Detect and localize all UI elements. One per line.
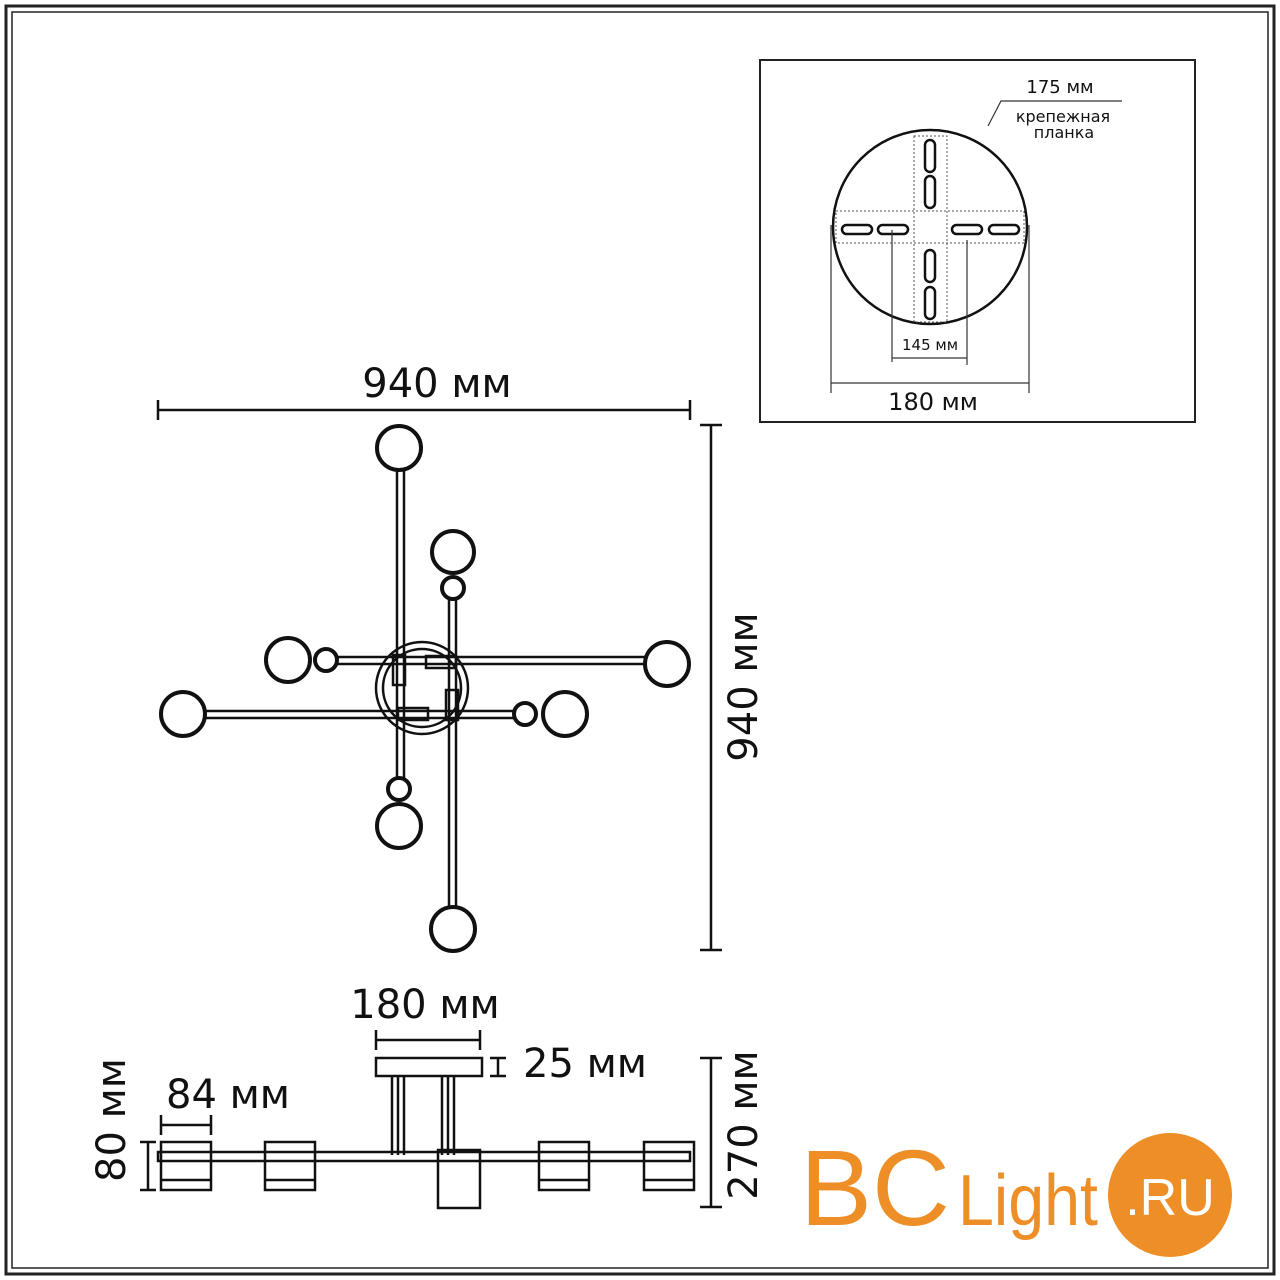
small-globe bbox=[440, 575, 466, 601]
side-view-lamp bbox=[156, 1056, 696, 1210]
canopy-diameter-label: 180 мм bbox=[888, 388, 978, 416]
globe-shade bbox=[264, 636, 312, 684]
plate-size-label: 175 мм bbox=[1026, 77, 1093, 98]
logo-circle bbox=[1108, 1133, 1232, 1257]
logo-light: Light bbox=[958, 1161, 1098, 1241]
globe-shade bbox=[429, 905, 477, 953]
globe-shade bbox=[375, 424, 423, 472]
plate-caption-line2: планка bbox=[1034, 123, 1094, 142]
mounting-plate-inset: 175 мм крепежная планка 145 мм 180 мм bbox=[759, 59, 1196, 423]
small-globe bbox=[512, 701, 538, 727]
globe-shade bbox=[643, 640, 691, 688]
canopy-width-label: 180 мм bbox=[350, 982, 499, 1028]
logo-ru: .RU bbox=[1125, 1169, 1215, 1227]
hole-spacing-label: 145 мм bbox=[902, 336, 958, 354]
globe-shade bbox=[541, 690, 589, 738]
shade-height-label: 80 мм bbox=[89, 1058, 135, 1182]
top-view-lamp bbox=[159, 424, 691, 953]
globe-shade bbox=[430, 529, 476, 575]
inner-frame bbox=[11, 11, 1269, 1269]
canopy-height-label: 25 мм bbox=[523, 1041, 647, 1087]
small-globe bbox=[313, 647, 339, 673]
shade-width-label: 84 мм bbox=[166, 1072, 290, 1118]
outer-frame bbox=[4, 4, 1276, 1276]
globe-shade bbox=[159, 690, 207, 738]
small-globe bbox=[386, 776, 412, 802]
height-label: 940 мм bbox=[721, 612, 767, 761]
width-label: 940 мм bbox=[362, 361, 511, 407]
top-view-dimensions: 940 мм 940 мм bbox=[156, 361, 767, 952]
logo-bc: BC bbox=[800, 1127, 950, 1248]
plate-caption-line1: крепежная bbox=[1016, 107, 1110, 126]
bclight-watermark-logo: BC Light .RU bbox=[800, 1127, 1232, 1257]
globe-shade bbox=[375, 802, 423, 850]
total-height-label: 270 мм bbox=[721, 1050, 767, 1199]
side-view-dimensions: 180 мм 25 мм 84 мм 80 мм 270 мм bbox=[89, 982, 767, 1209]
